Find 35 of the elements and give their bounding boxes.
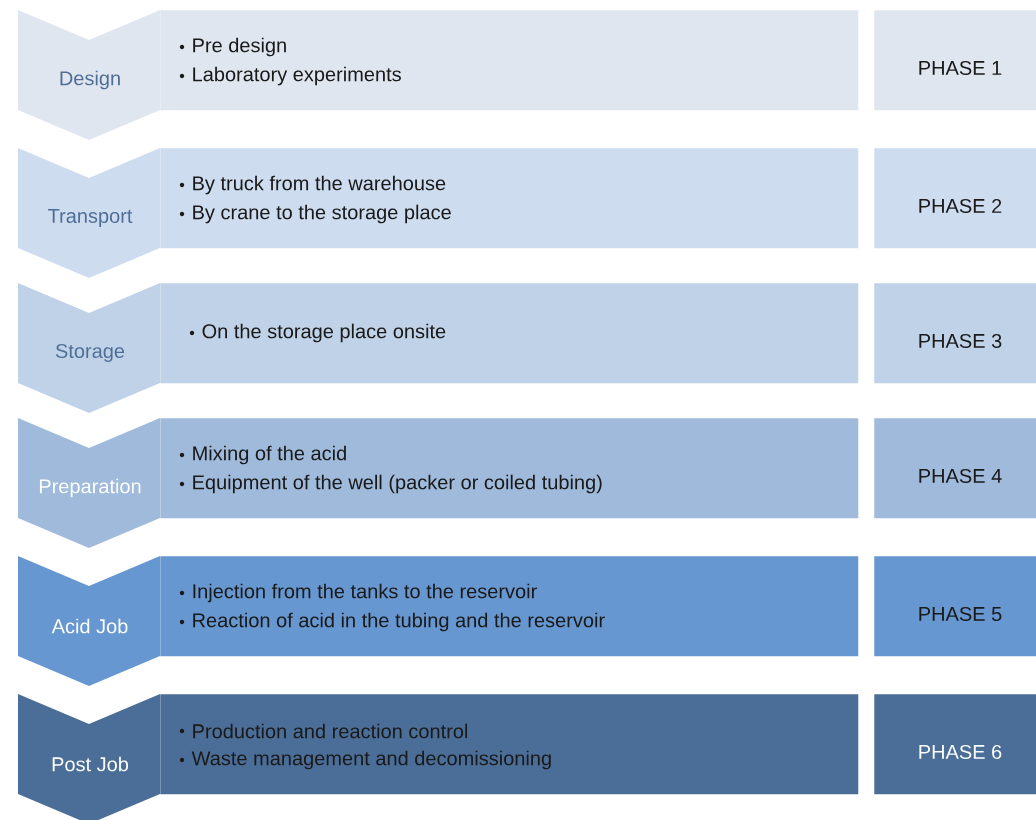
process-band [160,556,859,657]
process-band [160,283,859,384]
bullet-text: Mixing of the acid [193,445,346,465]
phase-box: PHASE 3 [874,283,1036,384]
phase-box: PHASE 5 [874,556,1036,657]
bullet-text: Injection from the tanks to the reservoir [193,583,537,603]
chevron-tab: Acid Job [18,556,160,686]
chevron-tab: Preparation [18,418,160,548]
node-label: Storage [55,343,125,363]
process-band [160,694,859,795]
bullet-text: Equipment of the well (packer or coiled tubing) [193,474,602,494]
node-label: Preparation [39,478,141,498]
process-band [160,10,859,111]
process-band [160,148,859,249]
phase-box: PHASE 1 [874,10,1036,111]
chevron-tab: Transport [18,148,160,278]
chevron-tab: Design [18,10,160,140]
node-label: Design [60,70,120,90]
bullet-text: Laboratory experiments [193,66,401,86]
node-label: Post Job [52,756,129,772]
node-label: Acid Job [51,618,128,634]
bullet-text: By truck from the warehouse [193,175,446,195]
bullet-text: Production and reaction control [193,723,468,739]
chevron-tab: Post Job [18,694,160,820]
chevron-tab: Storage [18,283,160,413]
process-band [160,418,859,519]
bullet-text: On the storage place onsite [202,323,446,343]
node-label: Transport [48,209,133,227]
phase-box: PHASE 4 [874,418,1036,519]
bullet-text: Waste management and decomissioning [191,750,551,770]
phase-box: PHASE 6 [874,694,1036,795]
bullet-text: Pre design [193,37,286,57]
bullet-text: By crane to the storage place [193,204,451,224]
phase-box: PHASE 2 [874,148,1036,249]
bullet-text: Reaction of acid in the tubing and the reservoir [193,612,605,632]
